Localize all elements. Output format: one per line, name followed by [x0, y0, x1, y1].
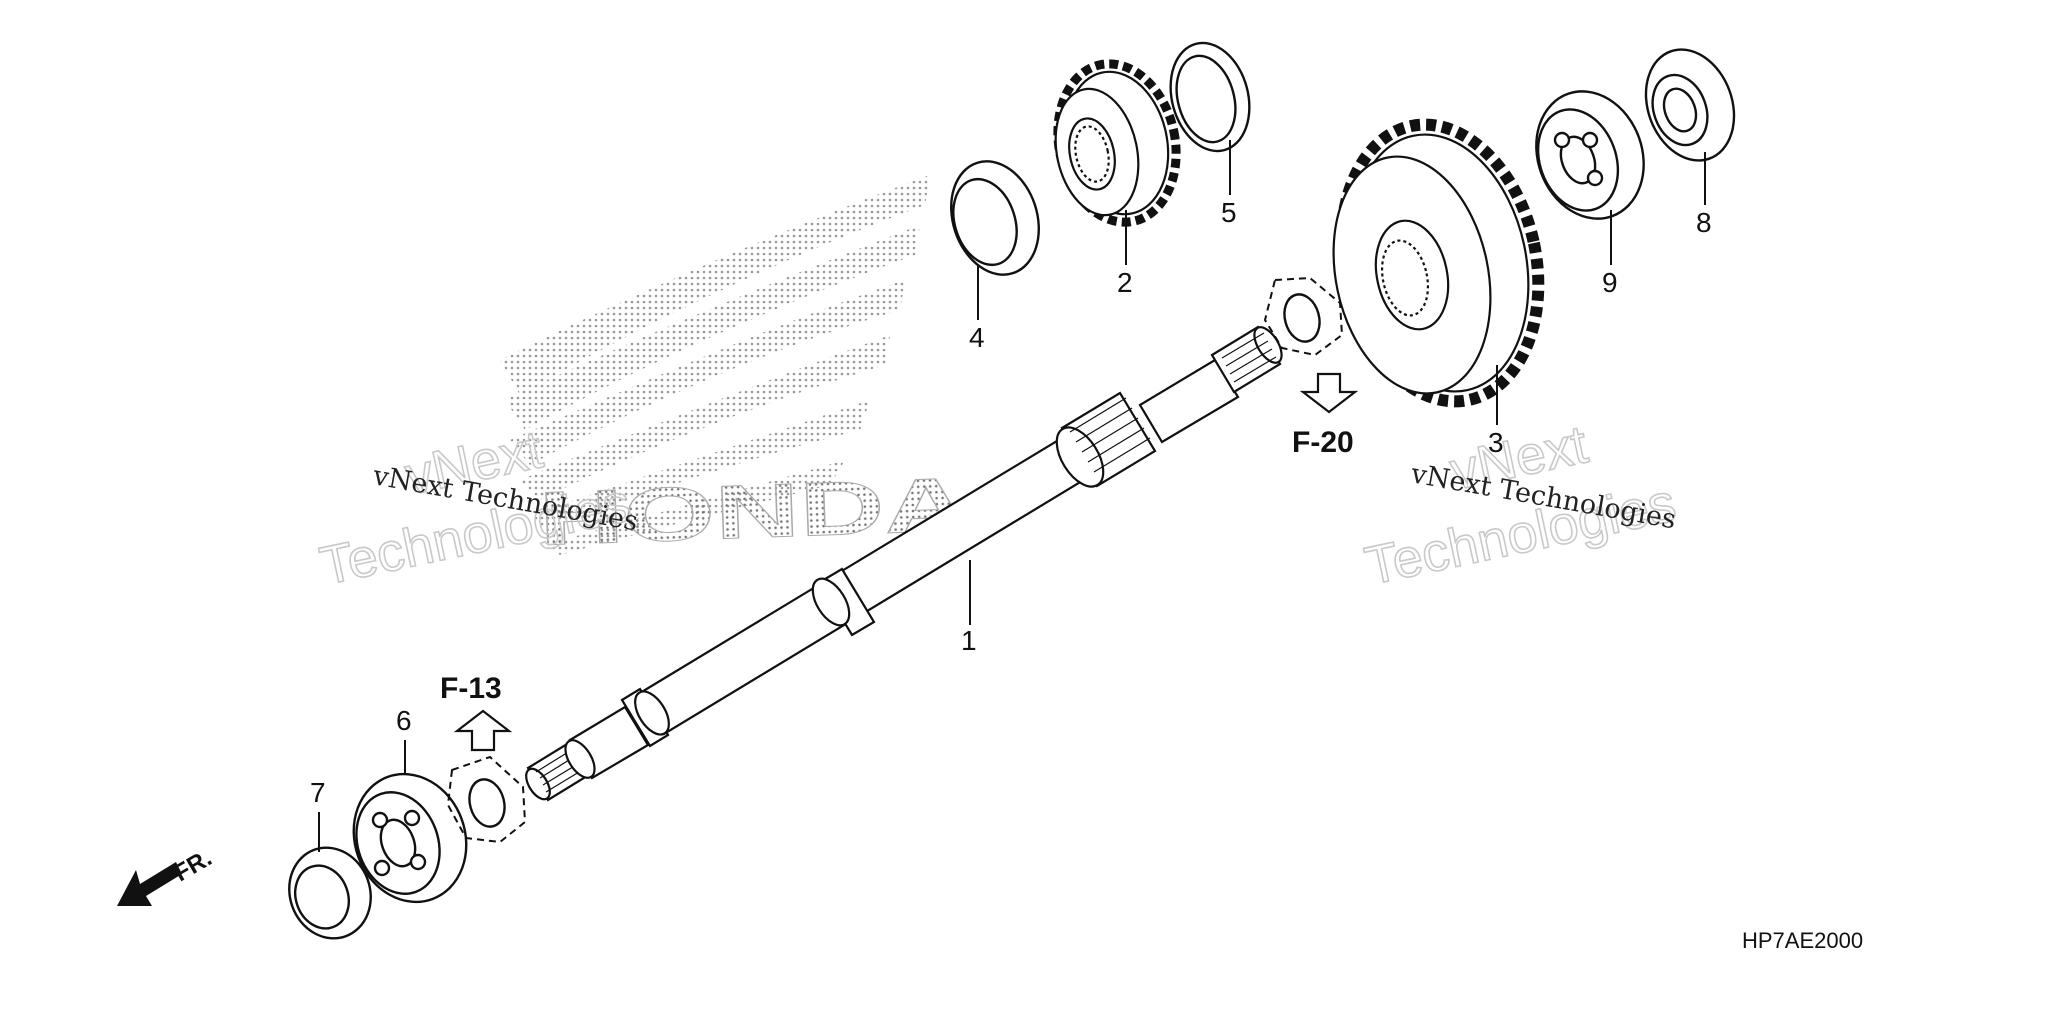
direction-label: FR.: [170, 844, 217, 887]
diagram-code: HP7AE2000: [1742, 928, 1863, 953]
callout-6[interactable]: 6: [396, 705, 412, 736]
front-direction-arrow-icon: [117, 862, 182, 906]
callout-3[interactable]: 3: [1488, 427, 1504, 458]
bearing-part-9: [1535, 90, 1645, 220]
leader-lines: [318, 140, 1706, 852]
watermark-right: vNext Technologies vNext Technologies: [1359, 414, 1681, 598]
callout-7[interactable]: 7: [310, 777, 326, 808]
arrow-down-icon: [1299, 372, 1359, 414]
callout-4[interactable]: 4: [969, 322, 985, 353]
callout-1[interactable]: 1: [961, 625, 977, 656]
bearing-part-6: [352, 772, 468, 904]
reference-shim-upper: [1263, 276, 1344, 357]
large-gear-part-3: [1332, 118, 1545, 408]
bearing-part-8: [1644, 48, 1736, 162]
reference-label-lower[interactable]: F-13: [440, 672, 502, 705]
main-shaft: [525, 325, 1283, 802]
reference-label-upper[interactable]: F-20: [1292, 426, 1354, 459]
seal-ring-part-4: [950, 160, 1040, 276]
reference-shim-lower: [446, 755, 527, 844]
callout-9[interactable]: 9: [1602, 267, 1618, 298]
callout-8[interactable]: 8: [1696, 207, 1712, 238]
seal-part-7: [288, 846, 372, 940]
honda-wing-watermark: [500, 175, 930, 555]
callout-2[interactable]: 2: [1117, 267, 1133, 298]
small-gear-part-2: [1053, 59, 1181, 227]
watermark-left: vNext Technologies vNext Technologies: [314, 419, 640, 598]
arrow-up-icon: [453, 709, 513, 752]
washer-part-5: [1169, 41, 1251, 153]
callout-5[interactable]: 5: [1221, 197, 1237, 228]
